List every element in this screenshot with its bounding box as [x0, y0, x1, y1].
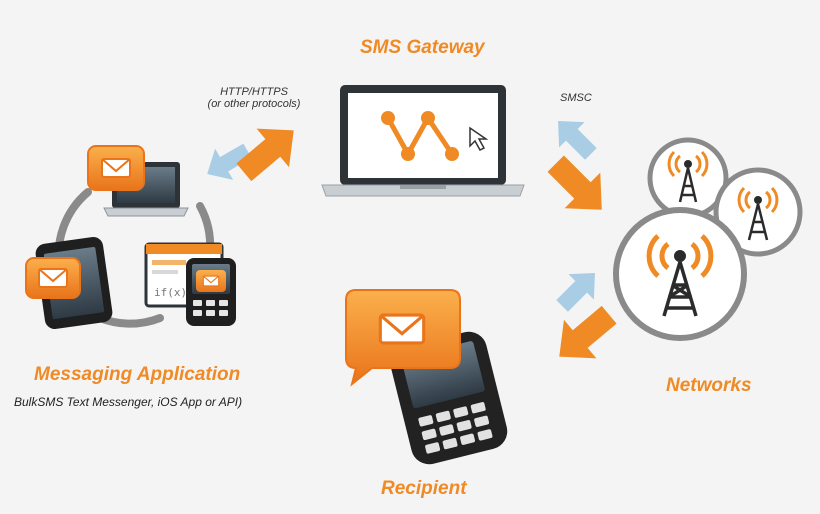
- envelope-icon: [38, 268, 68, 288]
- protocol-label: HTTP/HTTPS (or other protocols): [196, 86, 312, 110]
- app-title: Messaging Application: [34, 364, 241, 385]
- desktop-client: [87, 145, 189, 217]
- recipient-phone: [345, 289, 508, 465]
- cell-tower-icon: [647, 137, 729, 219]
- gateway-laptop: [321, 85, 525, 197]
- cursor-icon: [469, 126, 489, 151]
- gateway-logo-icon: [385, 115, 455, 157]
- cell-tower-icon: [613, 207, 747, 341]
- smartphone-client: [25, 236, 113, 330]
- app-subtitle: BulkSMS Text Messenger, iOS App or API): [14, 395, 243, 409]
- envelope-icon: [202, 275, 220, 287]
- api-client: if(x){: [144, 242, 236, 326]
- recipient-title: Recipient: [381, 478, 467, 499]
- protocol-label-line2: (or other protocols): [207, 98, 301, 110]
- arrow-gateway-to-networks-icon: [537, 145, 620, 228]
- envelope-icon: [378, 313, 426, 345]
- cell-tower-icon: [713, 167, 803, 257]
- arrow-networks-to-gateway-icon: [545, 108, 604, 167]
- protocol-label-line1: HTTP/HTTPS: [220, 86, 288, 98]
- networks-title: Networks: [666, 375, 752, 396]
- arrow-networks-to-recipient-icon: [543, 295, 626, 376]
- smsc-label: SMSC: [560, 92, 592, 104]
- network-towers: [613, 137, 803, 341]
- envelope-icon: [101, 158, 131, 178]
- gateway-title: SMS Gateway: [360, 37, 485, 58]
- code-snippet: if(x){: [154, 286, 194, 299]
